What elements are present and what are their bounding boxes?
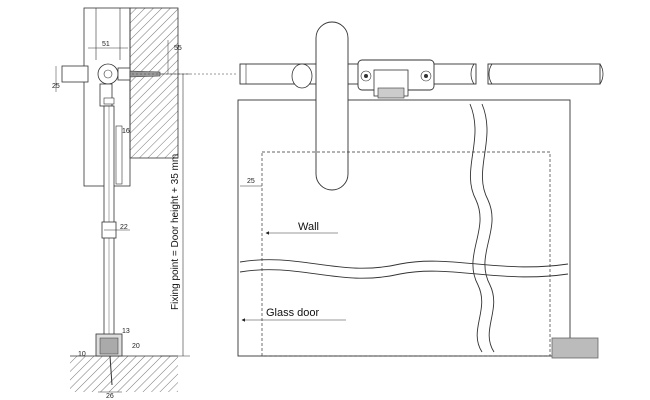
fixing-point-label: Fixing point = Door height + 35 mm (170, 154, 181, 310)
wall-opening (261, 151, 551, 357)
dim-25-front: 25 (247, 178, 255, 185)
glass-door-front (237, 99, 571, 357)
side-view: 51 25 55 16 22 13 20 10 (52, 7, 238, 400)
rail-tube-right (487, 63, 601, 85)
break-line-vertical (469, 103, 483, 353)
dim-25-side: 25 (52, 83, 60, 90)
dim-20: 20 (132, 343, 140, 350)
dim-51: 51 (102, 41, 110, 48)
floor-stopper (551, 337, 599, 359)
floor-section (70, 356, 178, 392)
tube-end (61, 65, 89, 83)
glass-door-label: Glass door (266, 307, 320, 319)
dim-55: 55 (174, 45, 182, 52)
break-line-horizontal (239, 259, 569, 269)
dim-26: 26 (106, 393, 114, 400)
front-view: 25 Wall Glass door (237, 21, 604, 359)
dim-16: 16 (122, 128, 130, 135)
dim-22: 22 (120, 224, 128, 231)
dim-13: 13 (122, 328, 130, 335)
wall-section (129, 7, 179, 159)
wall-label: Wall (298, 221, 319, 233)
hanger-arm (315, 21, 349, 191)
dim-10: 10 (78, 351, 86, 358)
wheel (97, 63, 119, 85)
